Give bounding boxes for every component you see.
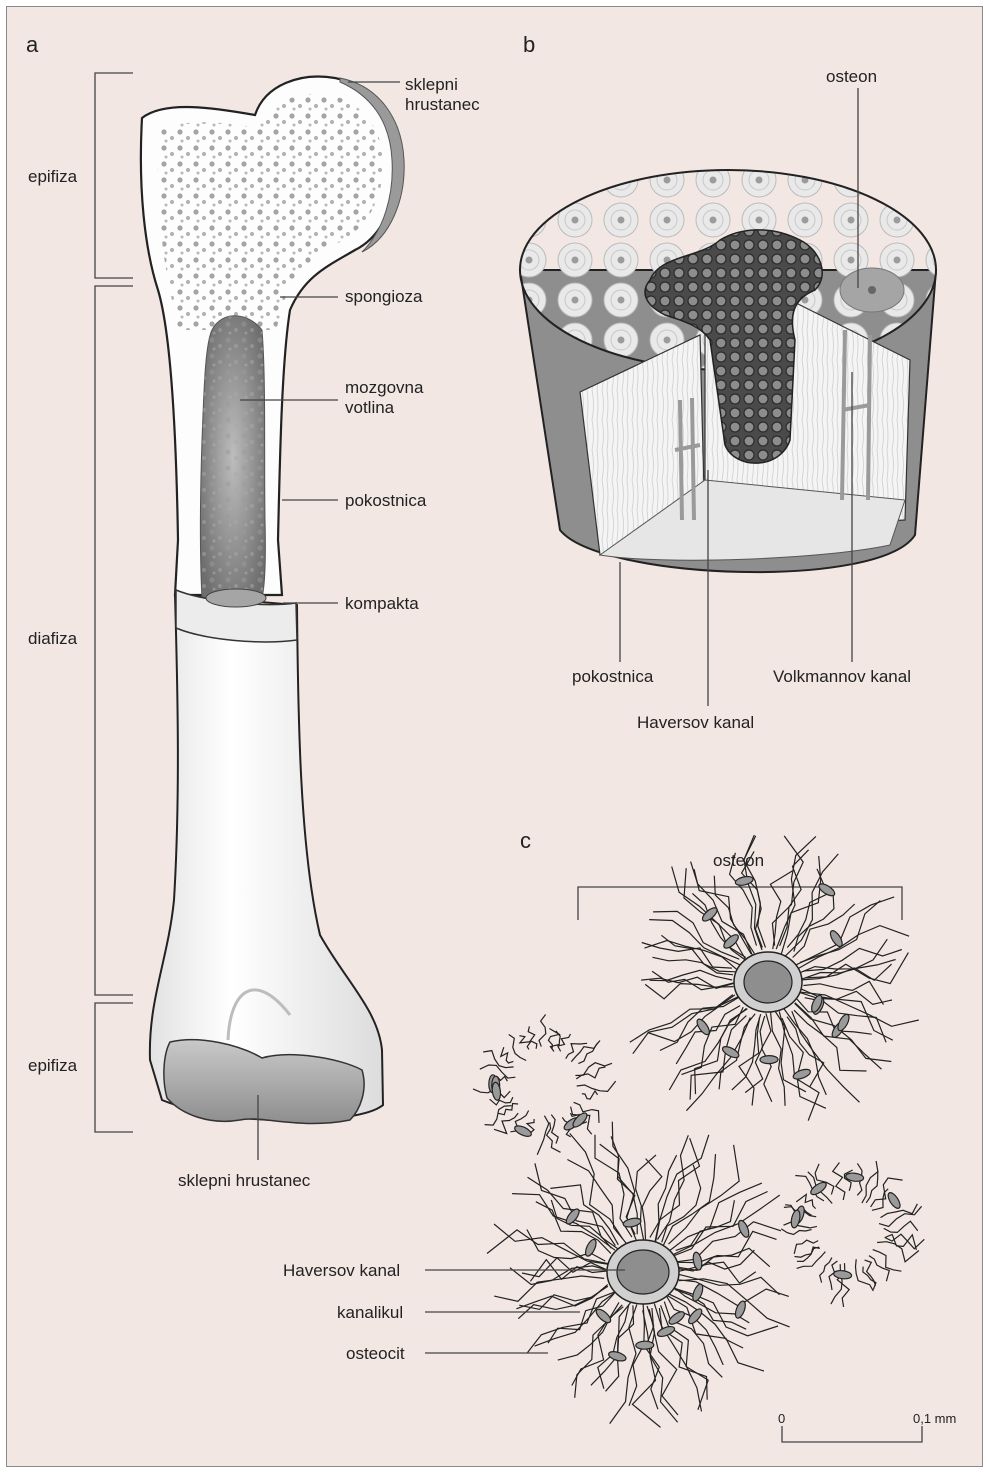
osteon-network xyxy=(473,835,924,1427)
panel-a-letter: a xyxy=(26,32,39,57)
label-mozgovna-2: votlina xyxy=(345,398,395,417)
label-osteocit: osteocit xyxy=(346,1344,405,1363)
label-sklepni-bottom: sklepni hrustanec xyxy=(178,1171,311,1190)
scale-end: 0,1 mm xyxy=(913,1411,956,1426)
label-pokostnica-a: pokostnica xyxy=(345,491,427,510)
label-kanalikul: kanalikul xyxy=(337,1303,403,1322)
label-sklepni-top-1: sklepni xyxy=(405,75,458,94)
label-epifiza-top: epifiza xyxy=(28,167,78,186)
panel-c-letter: c xyxy=(520,828,531,853)
label-kompakta: kompakta xyxy=(345,594,419,613)
haversian-canals xyxy=(607,952,802,1304)
bracket-lines xyxy=(95,73,133,1132)
label-mozgovna-1: mozgovna xyxy=(345,378,424,397)
label-haversov-b: Haversov kanal xyxy=(637,713,754,732)
label-sklepni-top-2: hrustanec xyxy=(405,95,480,114)
label-epifiza-bottom: epifiza xyxy=(28,1056,78,1075)
label-osteon-c: osteon xyxy=(713,851,764,870)
label-osteon-b: osteon xyxy=(826,67,877,86)
label-pokostnica-b: pokostnica xyxy=(572,667,654,686)
label-volkmannov: Volkmannov kanal xyxy=(773,667,911,686)
panel-b-letter: b xyxy=(523,32,535,57)
scale-bar xyxy=(782,1426,922,1442)
label-diafiza: diafiza xyxy=(28,629,78,648)
label-spongioza: spongioza xyxy=(345,287,423,306)
scale-zero: 0 xyxy=(778,1411,785,1426)
label-haversov-c: Haversov kanal xyxy=(283,1261,400,1280)
